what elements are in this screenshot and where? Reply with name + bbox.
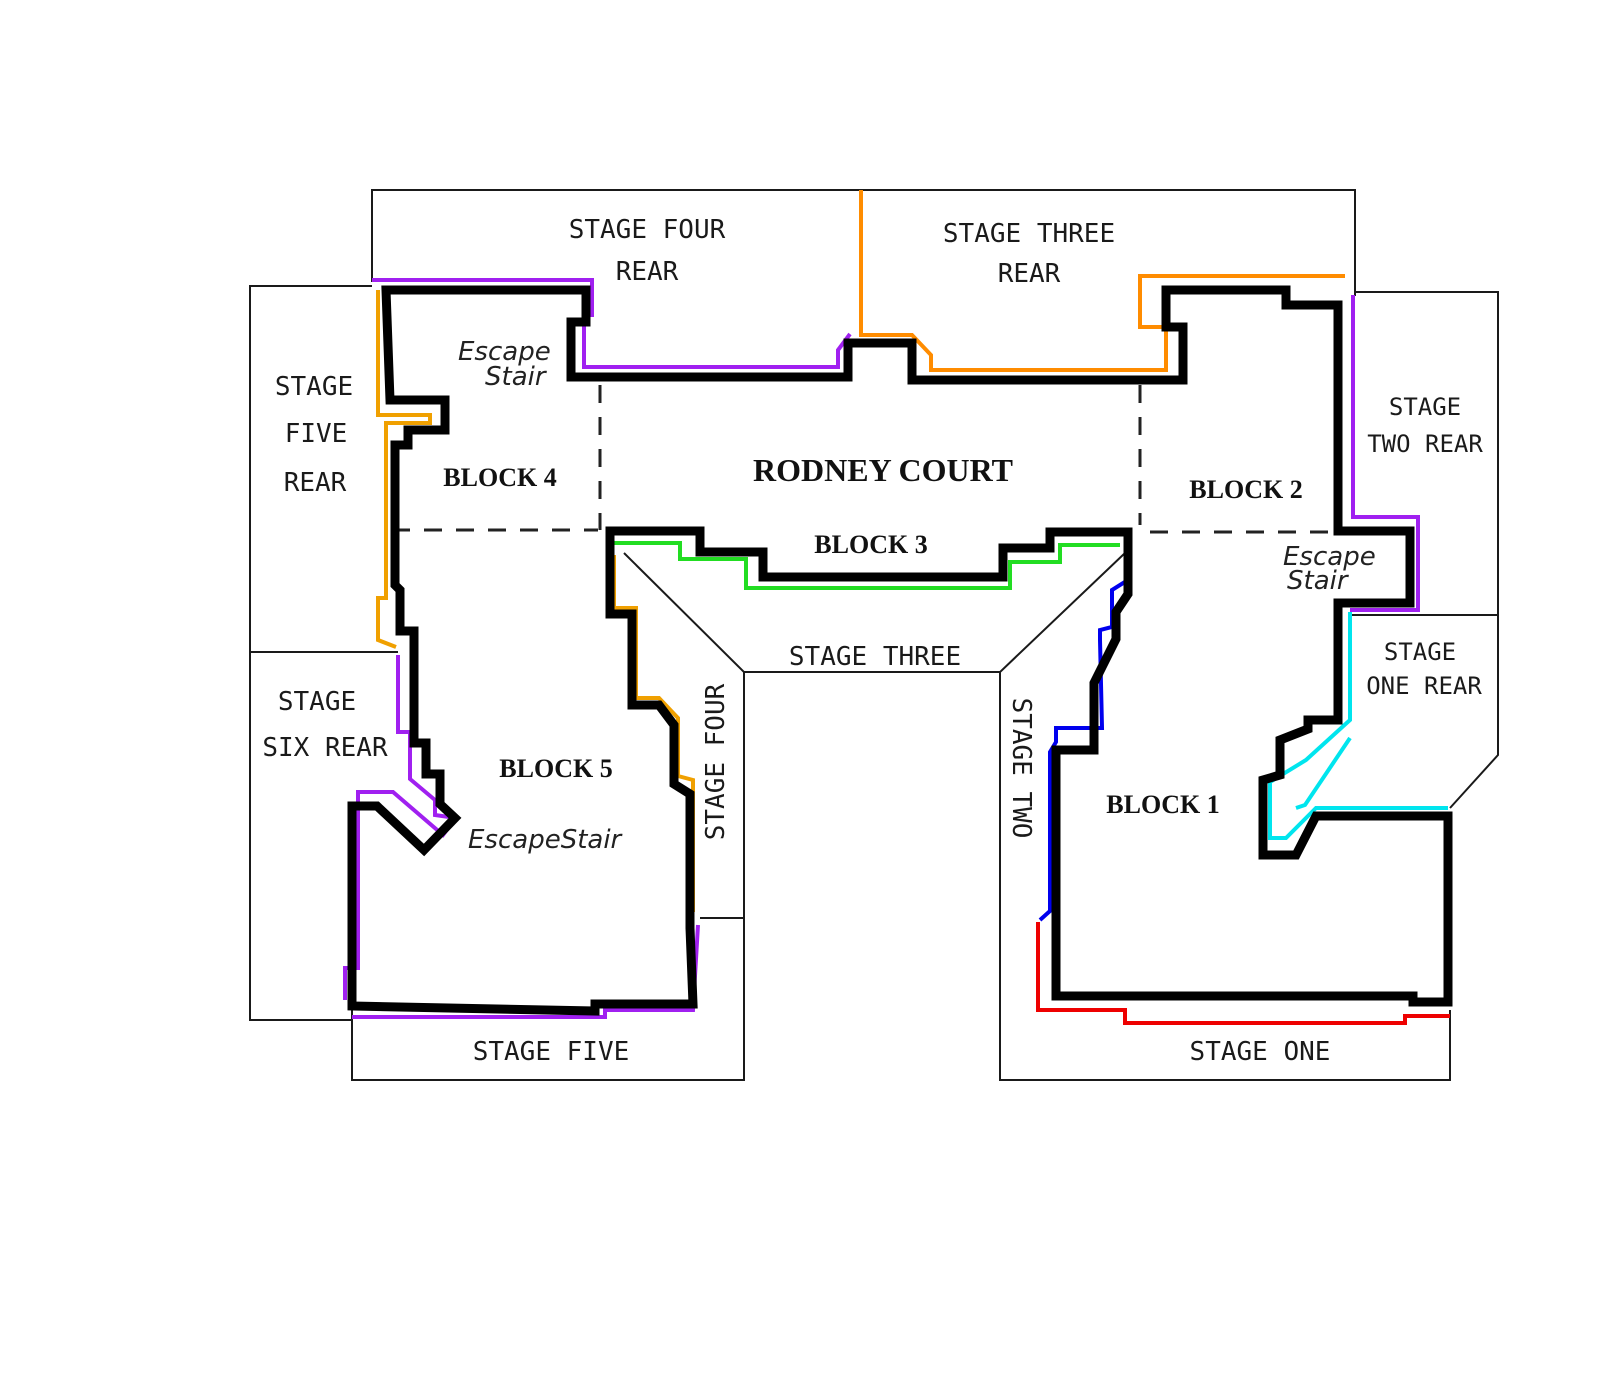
zone-label-stage-three-rear-1: STAGE THREE	[943, 219, 1115, 249]
zone-label-stage-four-rear-1: STAGE FOUR	[569, 215, 726, 245]
zone-labels: STAGE FOUR REAR STAGE THREE REAR STAGE F…	[262, 215, 1483, 1067]
block-label-5: BLOCK 5	[499, 754, 612, 783]
block-separators	[392, 385, 1340, 534]
block-label-4: BLOCK 4	[443, 463, 556, 492]
escape-stair-note-right-2: Stair	[1287, 566, 1350, 596]
zone-label-stage-six-rear-2: SIX REAR	[262, 733, 388, 763]
zone-outlines	[249, 189, 1499, 1081]
zone-label-stage-two-rear-2: TWO REAR	[1367, 430, 1483, 458]
zone-label-stage-three: STAGE THREE	[789, 642, 961, 672]
block-label-1: BLOCK 1	[1106, 790, 1219, 819]
zone-label-stage-one-rear-1: STAGE	[1384, 638, 1456, 666]
highlight-red-bottom-right	[1036, 922, 1450, 1025]
zone-label-stage-five: STAGE FIVE	[473, 1037, 630, 1067]
building-walls	[347, 285, 1453, 1016]
zone-label-stage-six-rear-1: STAGE	[278, 687, 356, 717]
escape-stair-note-bottom-left: EscapeStair	[468, 825, 624, 855]
highlight-cyan-right	[1268, 612, 1448, 840]
block-label-2: BLOCK 2	[1189, 475, 1302, 504]
building-outline	[347, 285, 1453, 1016]
zone-label-stage-two: STAGE TWO	[1006, 698, 1036, 839]
zone-label-stage-three-rear-2: REAR	[998, 259, 1061, 289]
highlight-purple-right	[1350, 295, 1420, 612]
zone-label-stage-five-rear-2: FIVE	[285, 419, 348, 449]
block-labels: RODNEY COURT BLOCK 4 BLOCK 3 BLOCK 2 BLO…	[443, 452, 1302, 819]
highlight-lines	[343, 190, 1450, 1025]
highlight-yellow-left	[376, 290, 432, 649]
zone-label-stage-five-rear-1: STAGE	[275, 372, 353, 402]
highlight-purple-top-left	[372, 278, 852, 369]
escape-stair-note-top-left-2: Stair	[485, 362, 548, 392]
highlight-yellow-block5	[612, 555, 695, 912]
escape-stair-note-right-1: Escape	[1283, 542, 1376, 572]
zone-label-stage-two-rear-1: STAGE	[1389, 393, 1461, 421]
zone-label-stage-four: STAGE FOUR	[701, 683, 731, 840]
zone-label-stage-one-rear-2: ONE REAR	[1366, 672, 1482, 700]
highlight-cyan-stair	[1295, 736, 1352, 810]
zone-label-stage-four-rear-2: REAR	[616, 257, 679, 287]
highlight-blue-block1	[1038, 548, 1130, 922]
escape-stair-note-top-left-1: Escape	[458, 337, 551, 367]
highlight-orange-top-right	[859, 190, 1345, 372]
escape-stair-notes: Escape Stair Escape Stair EscapeStair	[458, 337, 1376, 855]
zone-label-stage-one: STAGE ONE	[1190, 1037, 1331, 1067]
block-label-3: BLOCK 3	[814, 530, 927, 559]
page-title: RODNEY COURT	[753, 452, 1013, 488]
highlight-green-block3	[612, 541, 1120, 590]
zone-label-stage-five-rear-3: REAR	[284, 468, 347, 498]
